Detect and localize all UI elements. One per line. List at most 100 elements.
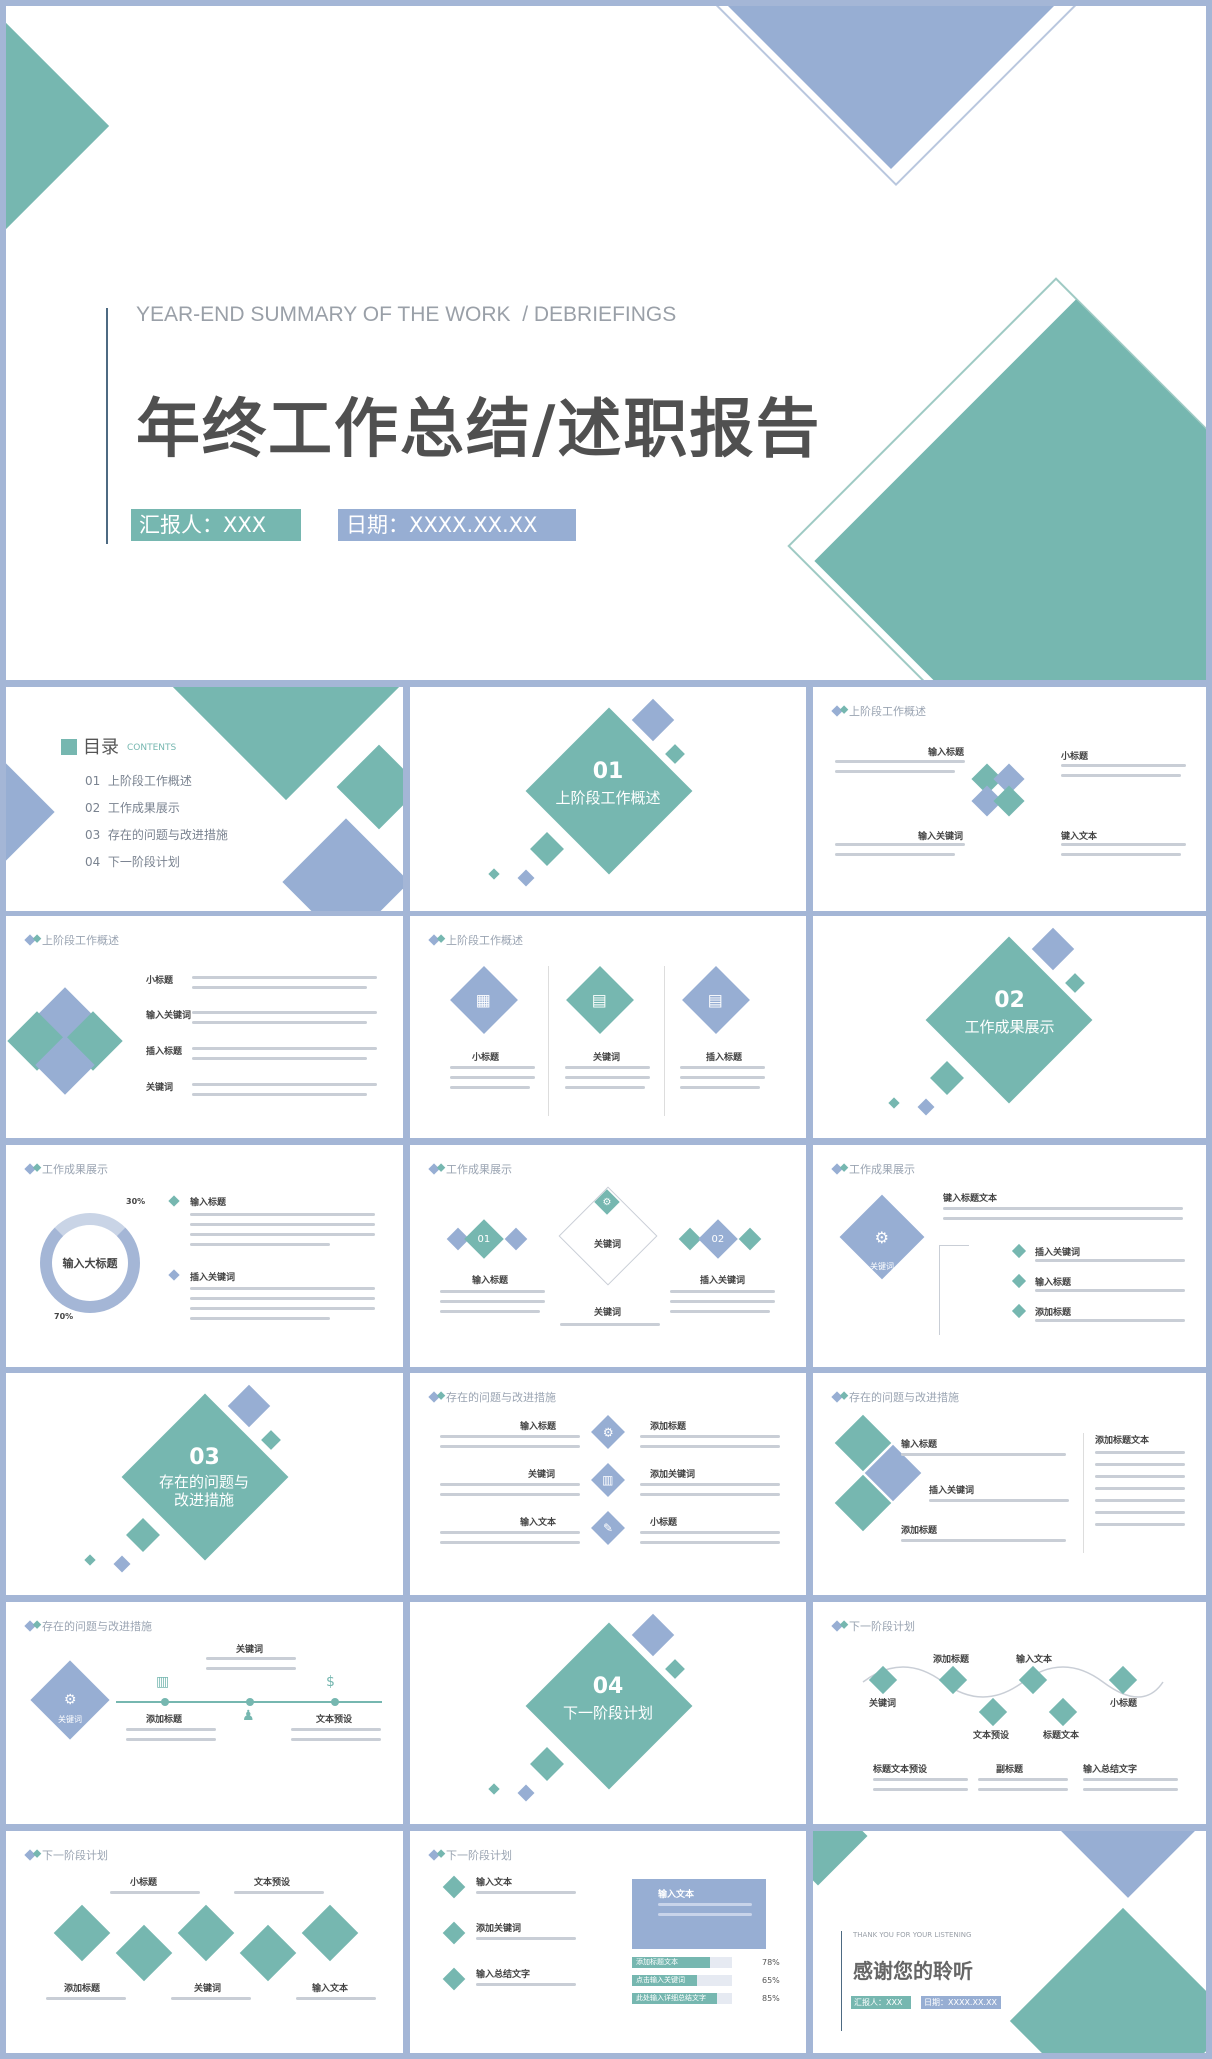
- slide-11[interactable]: 存在的问题与改进措施 ⚙ ▥ ✎ 输入标题 关键词 输入文本 添加标题 添加关键…: [410, 1373, 806, 1595]
- number-02: 02: [711, 1233, 725, 1245]
- label: 添加标题: [650, 1422, 687, 1432]
- text-line: [565, 1066, 650, 1069]
- toc-item-4[interactable]: 04 下一阶段计划: [85, 855, 180, 869]
- label: 输入总结文字: [1083, 1765, 1138, 1775]
- thanks-slide[interactable]: THANK YOU FOR YOUR LISTENING 感谢您的聆听 汇报人：…: [813, 1831, 1206, 2053]
- progress-bar: 添加标题文本: [632, 1957, 732, 1968]
- label: 添加标题: [1035, 1308, 1072, 1318]
- text-line: [640, 1445, 780, 1448]
- slide-3[interactable]: 上阶段工作概述 输入标题 小标题 输入关键词 键入文本: [813, 687, 1206, 911]
- label: 关键词: [194, 1984, 222, 1994]
- section-03-number: 03: [189, 1445, 220, 1470]
- text-line: [192, 1083, 377, 1086]
- thanks-reporter: 汇报人：XXX: [851, 1996, 911, 2009]
- label: 添加标题: [64, 1984, 101, 1994]
- text-line: [440, 1493, 580, 1496]
- toc-title-en: CONTENTS: [127, 743, 177, 753]
- bullet: [168, 1269, 180, 1281]
- slide-header: 下一阶段计划: [831, 1618, 915, 1634]
- cover-date-badge: 日期：XXXX.XX.XX: [338, 509, 576, 541]
- text-line: [835, 770, 955, 773]
- slide-header: 工作成果展示: [428, 1161, 512, 1177]
- slide-5[interactable]: 上阶段工作概述 ▦ ▤ ▤ 小标题 关键词 插入标题: [410, 916, 806, 1138]
- deco-diamond: [517, 869, 535, 887]
- progress-value: 78%: [762, 1958, 780, 1967]
- deco-diamond: [631, 1613, 675, 1657]
- section-01-slide[interactable]: 01 上阶段工作概述: [410, 687, 806, 911]
- label: 添加标题文本: [1095, 1436, 1150, 1446]
- toc-item-1[interactable]: 01 上阶段工作概述: [85, 774, 192, 788]
- bullet-icon: [1011, 1303, 1027, 1319]
- text-line: [440, 1445, 580, 1448]
- people-icon: ♟: [242, 1708, 255, 1724]
- text-line: [192, 1057, 367, 1060]
- text-line: [450, 1086, 530, 1089]
- toc-bottom-diamond: [282, 818, 403, 911]
- slide-9[interactable]: 工作成果展示 ⚙ 关键词 键入标题文本 插入关键词 输入标题 添加标题: [813, 1145, 1206, 1367]
- progress-label: 此处输入详细总结文字: [636, 1994, 706, 2002]
- label: 小标题: [1061, 752, 1089, 762]
- text-line: [873, 1788, 968, 1791]
- text-line: [1095, 1523, 1185, 1526]
- deco-diamond: [917, 1098, 935, 1116]
- number-02-diamond: 02: [698, 1219, 738, 1259]
- text-line: [234, 1891, 324, 1894]
- label: 副标题: [996, 1765, 1024, 1775]
- timeline-dot: [246, 1698, 254, 1706]
- section-02-slide[interactable]: 02 工作成果展示: [813, 916, 1206, 1138]
- text-line: [1061, 853, 1181, 856]
- text-line: [1095, 1451, 1185, 1454]
- gear-icon: ⚙: [30, 1660, 110, 1740]
- slide-header: 存在的问题与改进措施: [24, 1618, 152, 1634]
- label: 添加关键词: [650, 1470, 696, 1480]
- gear-icon: ⚙: [591, 1415, 625, 1449]
- text-line: [978, 1778, 1068, 1781]
- dollar-icon: $: [326, 1674, 335, 1690]
- slide-15[interactable]: 下一阶段计划 添加标题 输入文本 小标题 关键词 文本预设 标题文本 标题文本预…: [813, 1602, 1206, 1824]
- toc-item-2[interactable]: 02 工作成果展示: [85, 801, 180, 815]
- slide-13[interactable]: 存在的问题与改进措施 ⚙ 关键词 ▥ ♟ $ 关键词 添加标题 文本预设: [6, 1602, 403, 1824]
- thanks-teal-corner: [813, 1831, 868, 1886]
- thanks-line: [841, 1931, 842, 2031]
- section-04-number: 04: [592, 1674, 624, 1699]
- section-03-slide[interactable]: 03 存在的问题与改进措施: [6, 1373, 403, 1595]
- text-line: [1061, 764, 1186, 767]
- progress-fill: [632, 1975, 697, 1986]
- label: 关键词: [593, 1053, 621, 1063]
- toc-slide[interactable]: 目录 CONTENTS 01 上阶段工作概述 02 工作成果展示 03 存在的问…: [6, 687, 403, 911]
- progress-label: 添加标题文本: [636, 1958, 678, 1966]
- slide-4[interactable]: 上阶段工作概述 小标题 输入关键词 插入标题 关键词: [6, 916, 403, 1138]
- label: 插入关键词: [929, 1486, 975, 1496]
- cover-slide[interactable]: YEAR-END SUMMARY OF THE WORK / DEBRIEFIN…: [6, 6, 1206, 680]
- text-line: [943, 1217, 1183, 1220]
- text-line: [929, 1499, 1069, 1502]
- text-line: [440, 1290, 545, 1293]
- connector: [939, 1245, 969, 1246]
- slide-12[interactable]: 存在的问题与改进措施 输入标题 插入关键词 添加标题 添加标题文本: [813, 1373, 1206, 1595]
- progress-value: 65%: [762, 1976, 780, 1985]
- text-line: [190, 1243, 330, 1246]
- number-01-diamond: 01: [464, 1219, 504, 1259]
- thanks-en: THANK YOU FOR YOUR LISTENING: [853, 1931, 972, 1939]
- text-line: [206, 1657, 296, 1660]
- label: 插入标题: [146, 1047, 183, 1057]
- slide-16[interactable]: 下一阶段计划 小标题 文本预设 添加标题 关键词 输入文本: [6, 1831, 403, 2053]
- progress-bar: 点击输入关键词: [632, 1975, 732, 1986]
- label: 关键词: [528, 1470, 556, 1480]
- label: 关键词: [869, 1699, 897, 1709]
- slide-header: 存在的问题与改进措施: [831, 1389, 959, 1405]
- slide-7[interactable]: 工作成果展示 输入大标题 30% 70% 输入标题 插入关键词: [6, 1145, 403, 1367]
- label: 插入关键词: [700, 1276, 746, 1286]
- progress-fill: [632, 1957, 710, 1968]
- text-line: [190, 1287, 375, 1290]
- label: 文本预设: [316, 1715, 353, 1725]
- toc-item-3[interactable]: 03 存在的问题与改进措施: [85, 828, 228, 842]
- center-diamond: [993, 785, 1025, 817]
- label: 标题文本: [1043, 1731, 1080, 1741]
- section-04-slide[interactable]: 04 下一阶段计划: [410, 1602, 806, 1824]
- deco-diamond: [517, 1784, 535, 1802]
- text-line: [658, 1913, 752, 1916]
- slide-8[interactable]: 工作成果展示 ⚙ 关键词 01 02 输入标题 插入关键词 关键词: [410, 1145, 806, 1367]
- text-line: [670, 1310, 770, 1313]
